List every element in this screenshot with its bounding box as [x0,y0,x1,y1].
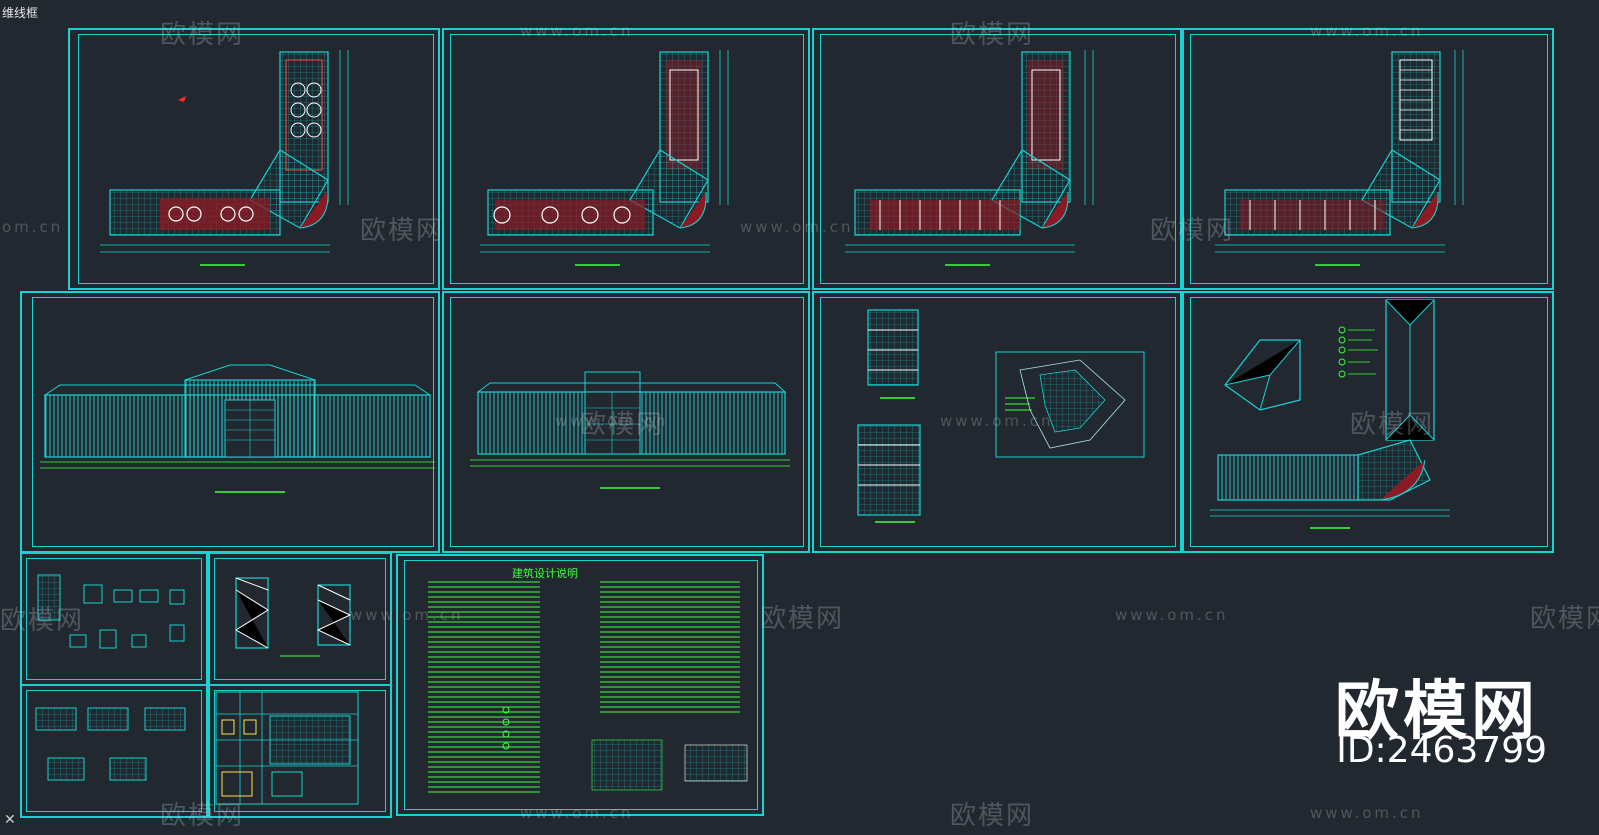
close-icon[interactable]: ✕ [4,812,16,828]
door-window-schedule-drawing [215,691,384,805]
sections-drawing [857,309,1145,523]
design-notes-drawing [428,580,748,796]
sheet-floor-plan-3[interactable] [812,28,1182,290]
floor-plan-2-drawing [480,50,729,266]
stair-details-drawing [235,577,352,657]
floor-plan-3-drawing [845,50,1094,266]
sheet-floor-plan-2[interactable] [442,28,810,290]
sheet-door-window-schedule[interactable] [208,684,392,818]
brand-id: ID:2463799 [1336,730,1547,771]
brand-logo-text: 欧模网 [1335,675,1539,749]
sheet-roof-plan-level[interactable] [1182,28,1554,290]
side-elevation-drawing [470,371,790,489]
floor-plan-1-drawing [100,50,349,266]
front-elevation-drawing [40,364,435,493]
sheet-sections[interactable] [812,291,1182,553]
details-1-drawing [37,574,185,649]
design-notes-title: 建筑设计说明 [512,567,578,580]
roof-plan-drawing [1210,299,1450,529]
sheet-floor-plan-1[interactable] [68,28,440,290]
sheet-roof-plan[interactable] [1182,291,1554,553]
sheet-elevation-side[interactable] [442,291,810,553]
details-2-drawing [35,707,186,781]
viewport-label[interactable]: 维线框 [2,6,39,20]
sheet-details-2[interactable] [20,684,208,818]
floor-plan-4-drawing [1215,50,1464,266]
sheet-design-notes[interactable] [396,554,764,816]
